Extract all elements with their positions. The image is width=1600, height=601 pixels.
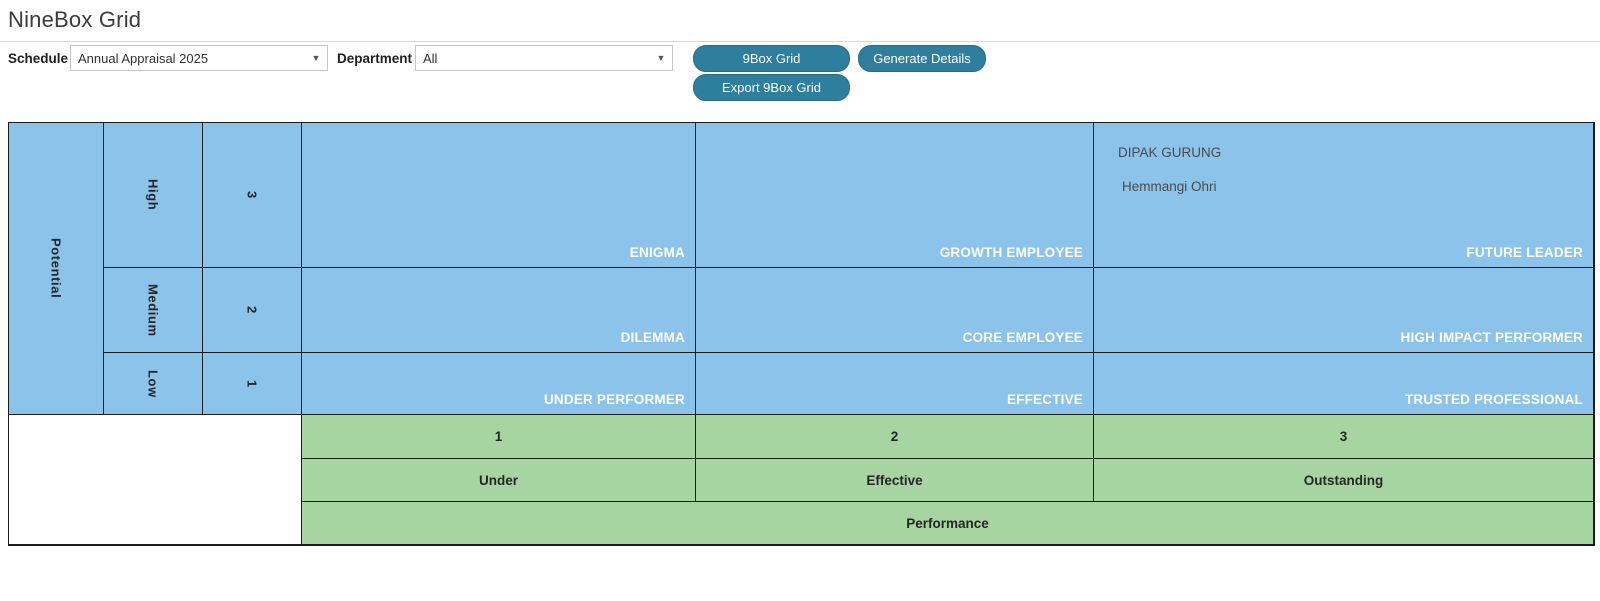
cell-dilemma-label: DILEMMA	[620, 330, 685, 345]
department-label: Department	[337, 51, 413, 66]
cell-future-leader-label: FUTURE LEADER	[1466, 245, 1583, 260]
cell-trusted-professional: TRUSTED PROFESSIONAL	[1094, 353, 1594, 415]
performance-axis-label: Performance	[302, 502, 1594, 545]
cell-effective: EFFECTIVE	[696, 353, 1094, 415]
row-score-2: 2	[203, 268, 302, 353]
department-dropdown[interactable]: All ▼	[415, 45, 673, 71]
row-level-medium: Medium	[104, 268, 203, 353]
export-ninebox-button[interactable]: Export 9Box Grid	[693, 74, 850, 101]
chevron-down-icon[interactable]: ▼	[656, 53, 666, 63]
col-score-1: 1	[302, 415, 696, 459]
cell-core-employee-label: CORE EMPLOYEE	[962, 330, 1083, 345]
schedule-dropdown-value: Annual Appraisal 2025	[78, 50, 209, 66]
cell-high-impact-performer: HIGH IMPACT PERFORMER	[1094, 268, 1594, 353]
row-score-1: 1	[203, 353, 302, 415]
axis-corner-cell	[9, 415, 302, 545]
col-score-3: 3	[1094, 415, 1594, 459]
cell-under-performer-label: UNDER PERFORMER	[543, 392, 685, 407]
schedule-dropdown[interactable]: Annual Appraisal 2025 ▼	[70, 45, 328, 71]
department-dropdown-value: All	[423, 50, 438, 66]
cell-core-employee: CORE EMPLOYEE	[696, 268, 1094, 353]
row-level-low: Low	[104, 353, 203, 415]
col-level-effective: Effective	[696, 459, 1094, 502]
employee-name: DIPAK GURUNG	[1118, 145, 1222, 160]
cell-dilemma: DILEMMA	[302, 268, 696, 353]
ninebox-grid-button[interactable]: 9Box Grid	[693, 45, 850, 72]
cell-under-performer: UNDER PERFORMER	[302, 353, 696, 415]
cell-trusted-professional-label: TRUSTED PROFESSIONAL	[1404, 392, 1583, 407]
col-level-outstanding: Outstanding	[1094, 459, 1594, 502]
cell-future-leader: DIPAK GURUNG Hemmangi Ohri FUTURE LEADER	[1094, 123, 1594, 268]
cell-enigma-label: ENIGMA	[629, 245, 685, 260]
page-title: NineBox Grid	[8, 7, 142, 32]
col-level-under: Under	[302, 459, 696, 502]
potential-axis-label: Potential	[9, 123, 104, 415]
employee-name: Hemmangi Ohri	[1122, 179, 1217, 194]
row-score-3: 3	[203, 123, 302, 268]
cell-growth-employee: GROWTH EMPLOYEE	[696, 123, 1094, 268]
employee-list: DIPAK GURUNG Hemmangi Ohri	[1094, 123, 1593, 194]
chevron-down-icon[interactable]: ▼	[311, 53, 321, 63]
cell-high-impact-performer-label: HIGH IMPACT PERFORMER	[1400, 330, 1583, 345]
ninebox-grid-table: Potential High 3 ENIGMA GROWTH EMPLOYEE …	[8, 122, 1595, 546]
schedule-label: Schedule	[8, 51, 69, 66]
cell-growth-employee-label: GROWTH EMPLOYEE	[939, 245, 1083, 260]
col-score-2: 2	[696, 415, 1094, 459]
header-divider	[0, 41, 1600, 42]
row-level-high: High	[104, 123, 203, 268]
cell-effective-label: EFFECTIVE	[1006, 392, 1083, 407]
cell-enigma: ENIGMA	[302, 123, 696, 268]
generate-details-button[interactable]: Generate Details	[858, 45, 986, 72]
